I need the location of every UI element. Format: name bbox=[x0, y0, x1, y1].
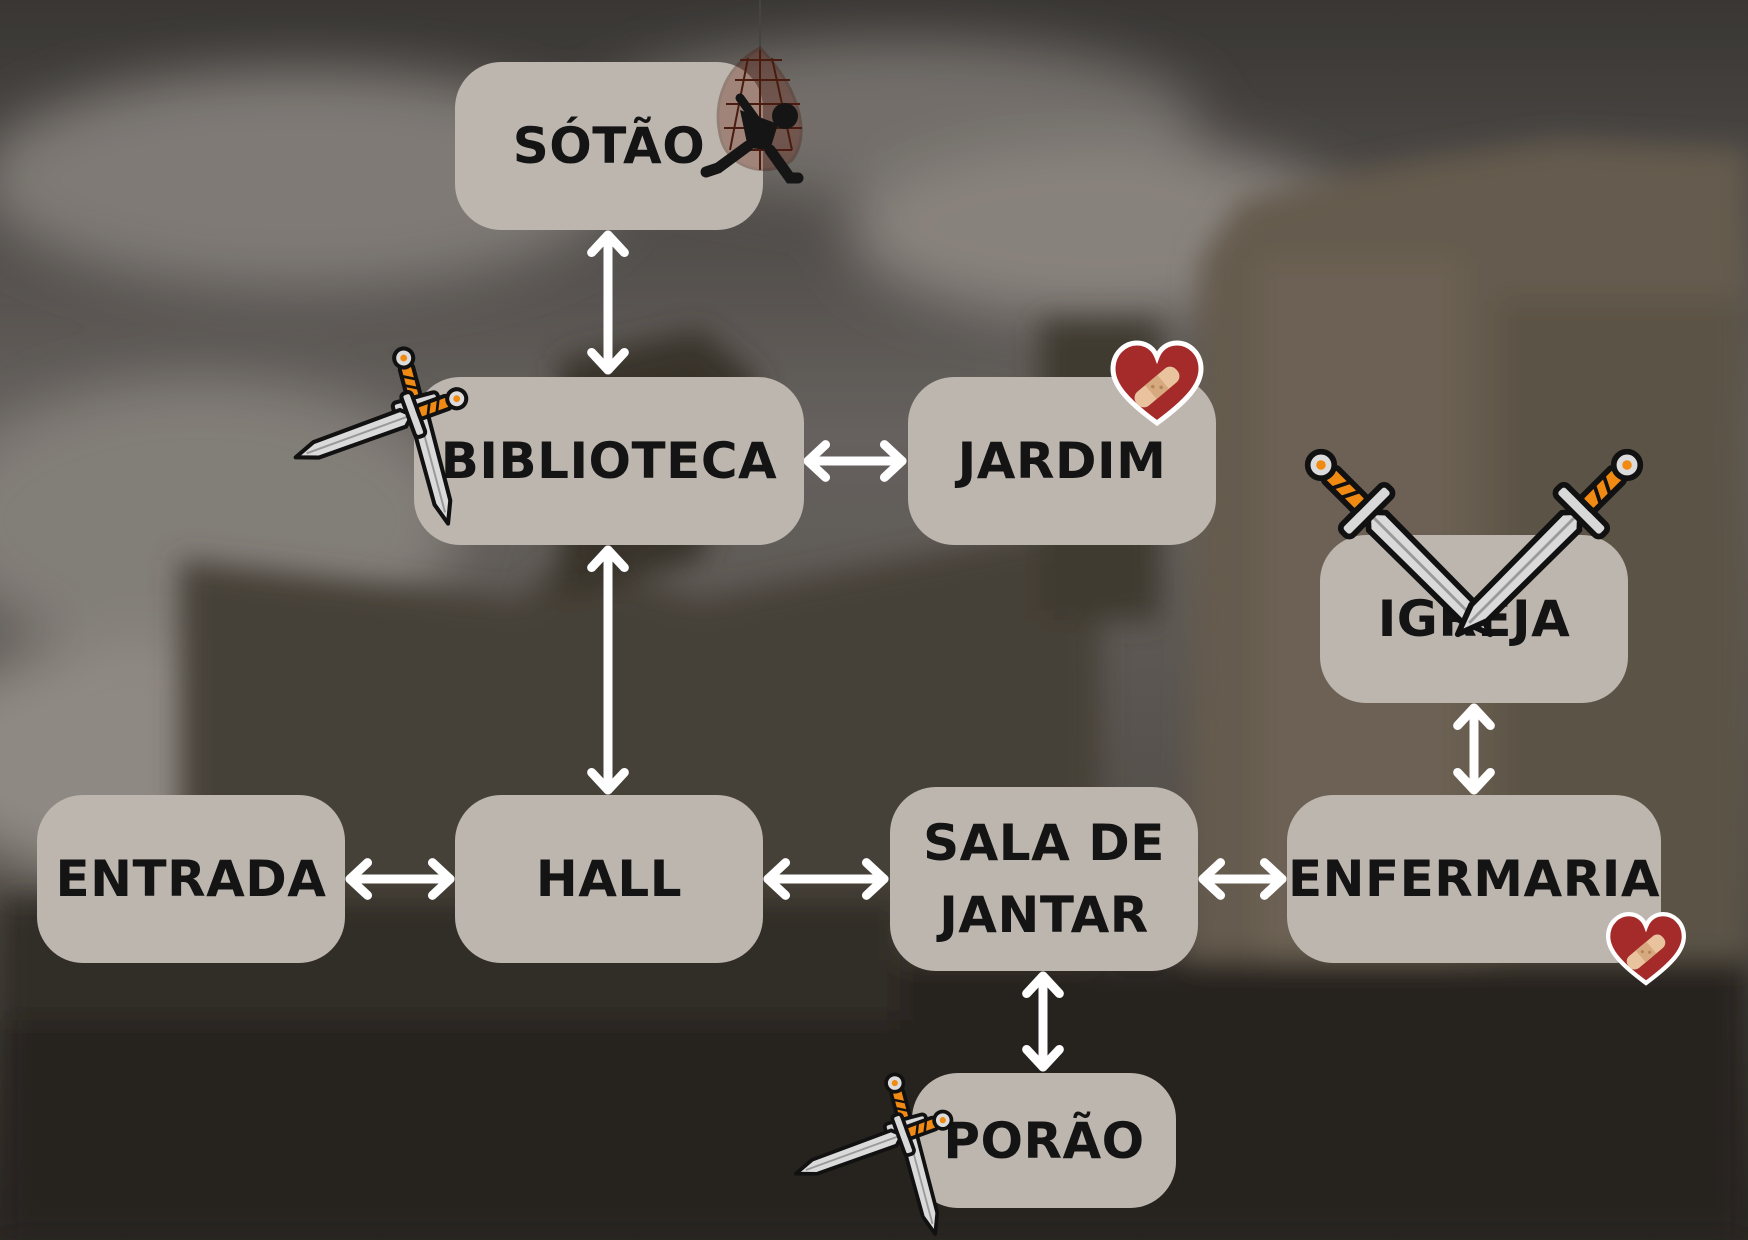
crossed-swords-icon bbox=[288, 343, 474, 530]
room-hall: HALL bbox=[455, 795, 763, 963]
connector-arrow-biblioteca-jardim bbox=[803, 440, 907, 482]
room-biblioteca: BIBLIOTECA bbox=[414, 377, 804, 545]
room-label-biblioteca: BIBLIOTECA bbox=[440, 432, 778, 490]
connector-arrow-sotao-biblioteca bbox=[587, 230, 629, 375]
room-sotao: SÓTÃO bbox=[455, 62, 763, 230]
room-enfermaria: ENFERMARIA bbox=[1287, 795, 1661, 963]
room-sala-de-jantar: SALA DE JANTAR bbox=[890, 787, 1198, 971]
room-label-enfermaria: ENFERMARIA bbox=[1287, 850, 1661, 908]
bandaged-heart-icon bbox=[1608, 914, 1684, 983]
connector-arrow-sala-de-jantar-enfermaria bbox=[1198, 858, 1287, 900]
connector-arrow-sala-de-jantar-porao bbox=[1022, 971, 1064, 1072]
connector-arrow-entrada-hall bbox=[345, 858, 455, 900]
trapped-in-net-icon bbox=[700, 0, 804, 184]
room-label-sotao: SÓTÃO bbox=[512, 117, 706, 175]
room-entrada: ENTRADA bbox=[37, 795, 345, 963]
crossed-swords-icon bbox=[1289, 433, 1660, 657]
room-porao: PORÃO bbox=[912, 1073, 1176, 1208]
crossed-swords-icon bbox=[786, 1067, 961, 1240]
connector-arrow-hall-sala-de-jantar bbox=[763, 858, 889, 900]
room-label-porao: PORÃO bbox=[943, 1111, 1145, 1170]
bandaged-heart-icon bbox=[1113, 343, 1201, 423]
connector-arrow-igreja-enfermaria bbox=[1453, 703, 1495, 795]
connector-arrow-biblioteca-hall bbox=[587, 545, 629, 795]
room-label-hall: HALL bbox=[535, 850, 683, 908]
room-label-entrada: ENTRADA bbox=[55, 850, 327, 908]
room-label-jardim: JARDIM bbox=[957, 432, 1167, 490]
room-label-sala-de-jantar: SALA DE JANTAR bbox=[923, 814, 1165, 944]
room-igreja: IGREJA bbox=[1320, 535, 1628, 703]
